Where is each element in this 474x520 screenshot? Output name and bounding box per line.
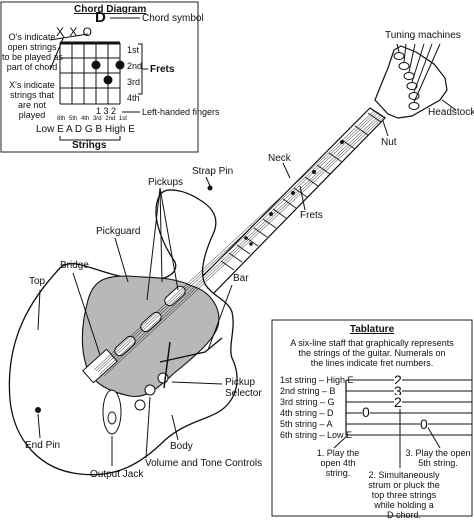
tablature-description: A six-line staff that graphically repres… (290, 338, 454, 368)
frets-part-label: Frets (300, 210, 323, 221)
headstock-shape (374, 45, 448, 119)
strap-pin (207, 185, 213, 191)
tablature-box (271, 319, 473, 517)
chord-diagram-title: Chord Diagram (74, 4, 147, 15)
nut-label: Nut (381, 137, 397, 148)
finger-dot (103, 75, 113, 85)
tab-digit-open-4th: 0 (362, 404, 370, 420)
headstock-label: Headstock (428, 107, 474, 118)
pickup-selector-switch (163, 341, 171, 389)
pickups-label: Pickups (148, 177, 184, 188)
fret-3-label: 3rd (127, 77, 141, 87)
neck-label: Neck (268, 153, 291, 164)
chord-diagram-box (0, 1, 199, 153)
pickguard-label: Pickguard (96, 226, 141, 237)
strings (93, 109, 386, 377)
tab-digit-chord-top: 2 (394, 372, 402, 388)
tab-string-5: 5th string – A (280, 419, 333, 429)
end-pin-label: End Pin (25, 440, 61, 451)
bar-label: Bar (233, 273, 249, 284)
tab-string-3: 3rd string – G (280, 397, 335, 407)
finger-dot (91, 60, 101, 70)
fret-4-label: 4th (127, 93, 140, 103)
top-label: Top (29, 276, 46, 287)
finger-dots (91, 60, 125, 85)
frets-label: Frets (150, 64, 175, 75)
tab-staff (345, 379, 472, 436)
tab-string-4: 4th string – D (280, 408, 334, 418)
tab-string-1: 1st string – High E (280, 375, 354, 385)
string-notes: Low E A D G B High E (36, 124, 135, 135)
output-jack-label: Output Jack (90, 469, 144, 480)
volume-tone-label: Volume and Tone Controls (145, 458, 263, 469)
chord-name: D (95, 9, 106, 26)
chord-symbol-label: Chord symbol (142, 13, 204, 24)
tab-digit-open-5th: 0 (420, 416, 428, 432)
tab-string-2: 2nd string – B (280, 386, 336, 396)
chord-grid (59, 41, 121, 105)
fret-1-label: 1st (127, 45, 140, 55)
tab-digit-chord-bot: 2 (394, 394, 402, 410)
left-hand-fingers-label: Left-handed fingers (142, 107, 220, 117)
finger-numbers: 1 3 2 (96, 106, 117, 116)
tremolo-bar (159, 337, 223, 363)
strap-pin-label: Strap Pin (192, 166, 234, 177)
tablature-title: Tablature (349, 324, 395, 335)
open-marks: X X O (56, 25, 94, 39)
pickguard (81, 275, 220, 397)
strings-label: Strings (72, 140, 107, 151)
fret-2-label: 2nd (127, 61, 143, 71)
pickups (114, 285, 186, 357)
finger-dot (115, 60, 125, 70)
tuning-machines-label: Tuning machines (385, 30, 461, 41)
tab-string-6: 6th string – Low E (280, 430, 353, 440)
body-label: Body (170, 441, 193, 452)
frets-lines (220, 112, 382, 271)
end-pin (35, 407, 41, 413)
bridge-label: Bridge (60, 260, 89, 271)
tab-digit-chord-mid: 3 (394, 383, 402, 399)
